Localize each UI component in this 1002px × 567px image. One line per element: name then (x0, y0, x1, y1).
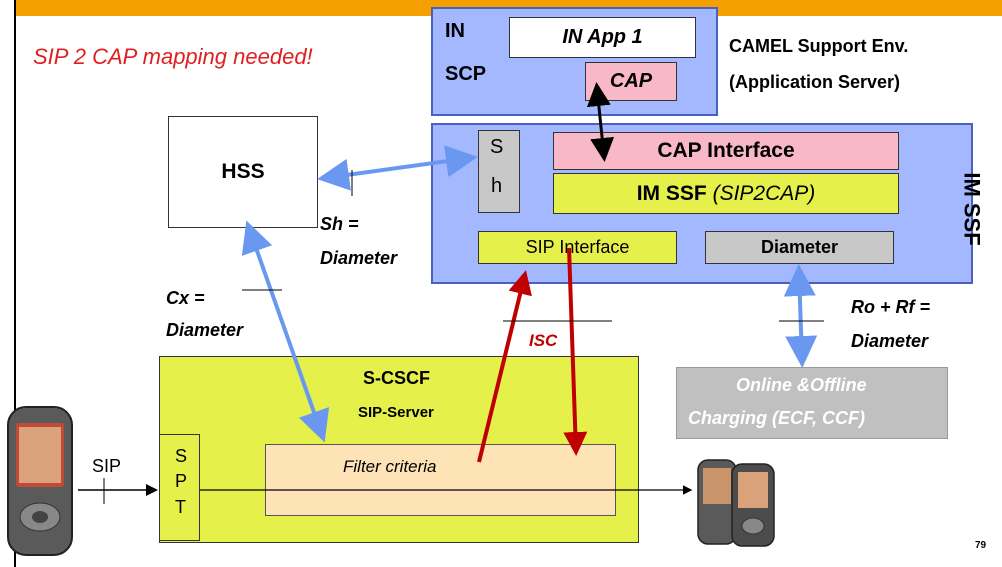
spt-box (159, 434, 200, 541)
mobile-phone-left-icon (7, 406, 73, 556)
cap-box: CAP (585, 62, 677, 101)
sh-diameter-label: Diameter (320, 248, 398, 268)
isc-label: ISC (529, 331, 558, 350)
isc-up-arrow (477, 270, 532, 463)
cx-link-arrow (241, 220, 330, 443)
diameter-box: Diameter (705, 231, 894, 264)
charging-line2: Charging (ECF, CCF) (688, 408, 865, 428)
sh-box-letter-s: S (490, 136, 504, 158)
camel-label: CAMEL Support Env. (729, 36, 909, 56)
spt-letter-s: S (175, 446, 188, 466)
filter-criteria-label: Filter criteria (343, 457, 437, 476)
scp-label: SCP (445, 63, 487, 85)
sh-box (478, 130, 520, 213)
hss-box: HSS (168, 116, 318, 228)
sip-label: SIP (92, 456, 122, 476)
application-server-label: (Application Server) (729, 72, 901, 92)
ro-rf-label: Ro + Rf = (851, 297, 931, 317)
cx-interface-label: Cx = (166, 288, 205, 308)
filter-criteria-box (265, 444, 616, 516)
charging-box (676, 367, 948, 439)
imssf-function-sub: (SIP2CAP) (712, 181, 816, 205)
ro-rf-link-arrow (783, 264, 818, 368)
in-app-box: IN App 1 (509, 17, 696, 58)
ro-rf-diameter-label: Diameter (851, 331, 929, 351)
cap-link-arrow (586, 82, 615, 162)
sh-box-letter-h: h (491, 175, 503, 197)
spt-letter-p: P (175, 471, 188, 491)
charging-line1: Online &Offline (736, 375, 867, 395)
isc-down-arrow (563, 247, 588, 456)
cx-diameter-label: Diameter (166, 320, 244, 340)
imssf-function-label: IM SSF (636, 181, 707, 205)
sip-interface-box: SIP Interface (478, 231, 677, 264)
left-border (14, 0, 16, 567)
imssf-function-box: IM SSF (SIP2CAP) (553, 173, 899, 214)
in-label: IN (445, 20, 465, 42)
spt-letter-t: T (175, 497, 186, 517)
sip-server-label: SIP-Server (358, 404, 434, 421)
sh-link-arrow (317, 145, 478, 191)
mapping-note: SIP 2 CAP mapping needed! (33, 44, 313, 69)
s-cscf-title: S-CSCF (363, 368, 430, 388)
sh-interface-label: Sh = (320, 214, 359, 234)
mobile-phones-right-icon (697, 459, 775, 547)
page-number: 79 (975, 540, 987, 551)
